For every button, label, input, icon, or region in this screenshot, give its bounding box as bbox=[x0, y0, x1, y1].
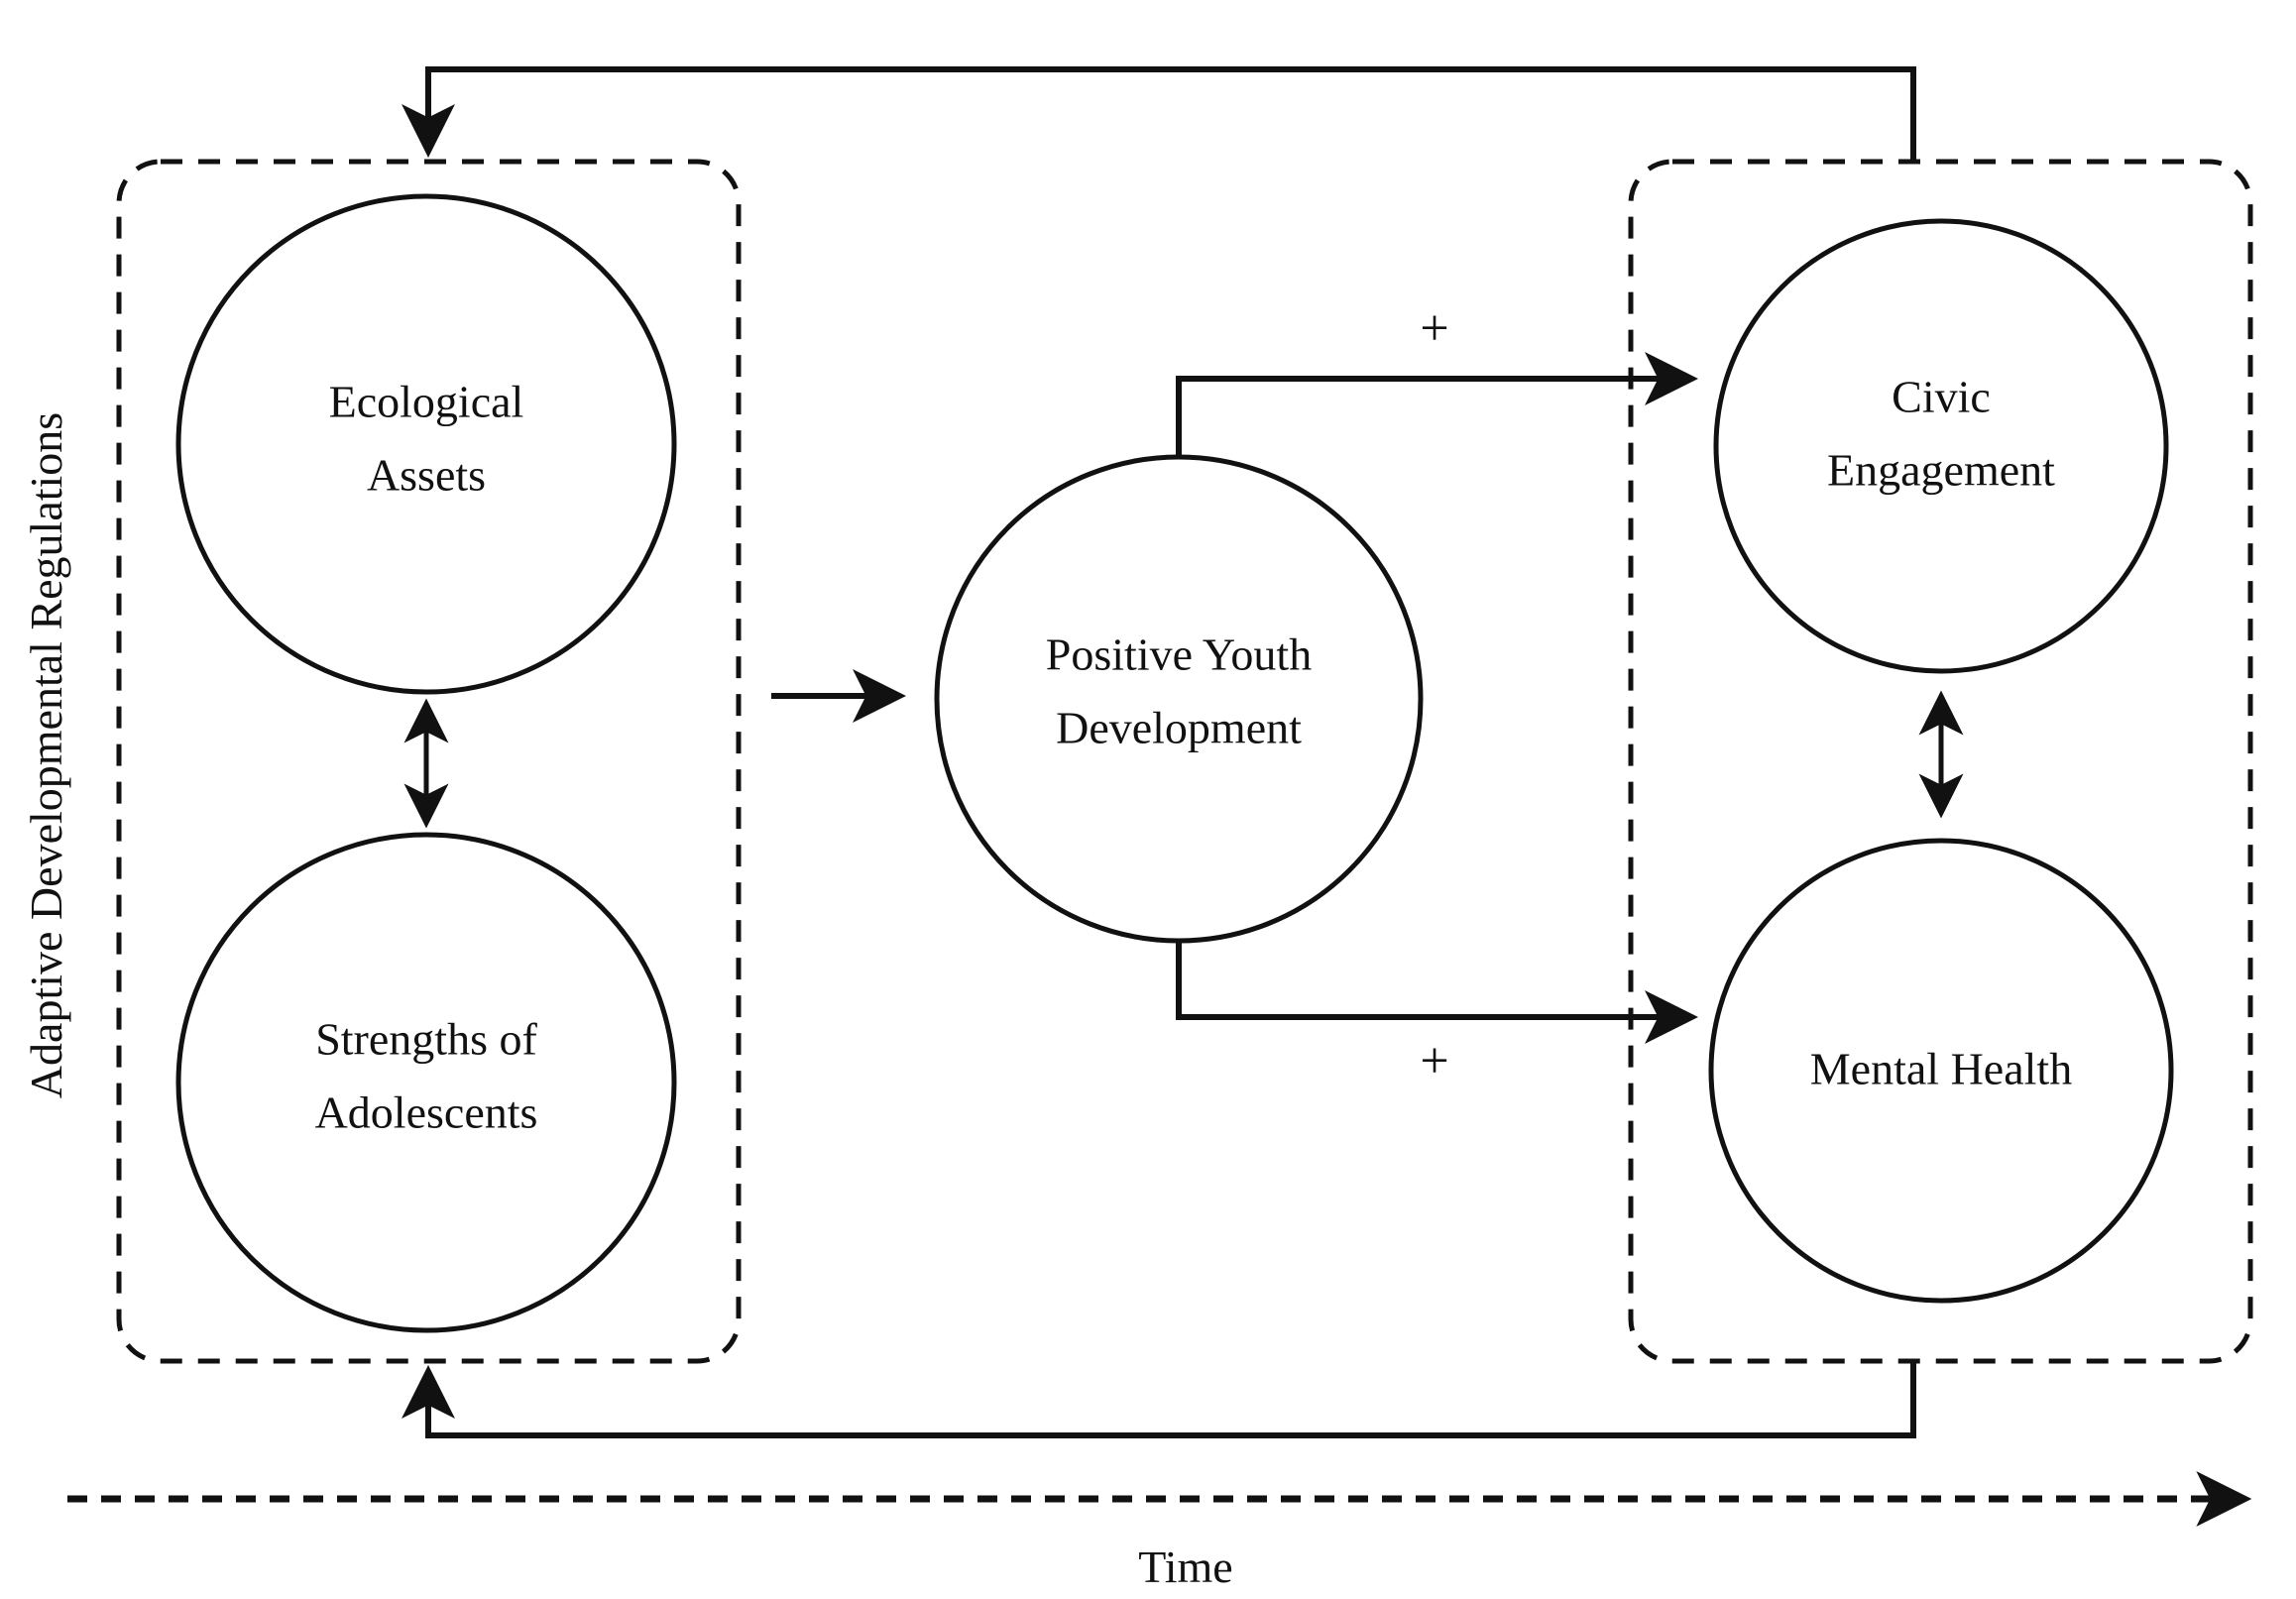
bottom-feedback-arrow bbox=[402, 1361, 1916, 1438]
node-ecological-assets bbox=[175, 193, 677, 695]
node-civic-engagement bbox=[1713, 218, 2169, 674]
right-group-box bbox=[1628, 159, 2253, 1364]
edge-pyd-to-civic-engagement-arrow bbox=[1176, 352, 1698, 458]
node-strengths-of-adolescents-line2: Adolescents bbox=[315, 1087, 538, 1138]
left-group-box bbox=[116, 159, 742, 1364]
node-positive-youth-development-line2: Development bbox=[1056, 703, 1302, 753]
node-positive-youth-development bbox=[934, 454, 1424, 944]
top-feedback-arrow bbox=[402, 66, 1916, 162]
edge-label-pyd-to-mental-plus: + bbox=[1420, 1033, 1448, 1089]
node-ecological-assets-line1: Ecological bbox=[329, 377, 524, 427]
node-mental-health bbox=[1708, 838, 2174, 1304]
node-ecological-assets-line2: Assets bbox=[367, 450, 486, 501]
node-mental-health-line1: Mental Health bbox=[1810, 1044, 2072, 1094]
adaptive-developmental-regulations-label: Adaptive Developmental Regulations bbox=[21, 412, 71, 1098]
node-civic-engagement-line2: Engagement bbox=[1827, 445, 2055, 496]
node-positive-youth-development-line1: Positive Youth bbox=[1046, 629, 1312, 680]
node-civic-engagement-line1: Civic bbox=[1892, 372, 1991, 422]
node-strengths-of-adolescents-line1: Strengths of bbox=[315, 1014, 537, 1065]
time-axis-label: Time bbox=[1138, 1542, 1232, 1592]
node-strengths-of-adolescents bbox=[175, 832, 677, 1333]
edge-label-pyd-to-civic-plus: + bbox=[1420, 300, 1448, 357]
edge-pyd-to-mental-health-arrow bbox=[1176, 940, 1698, 1044]
